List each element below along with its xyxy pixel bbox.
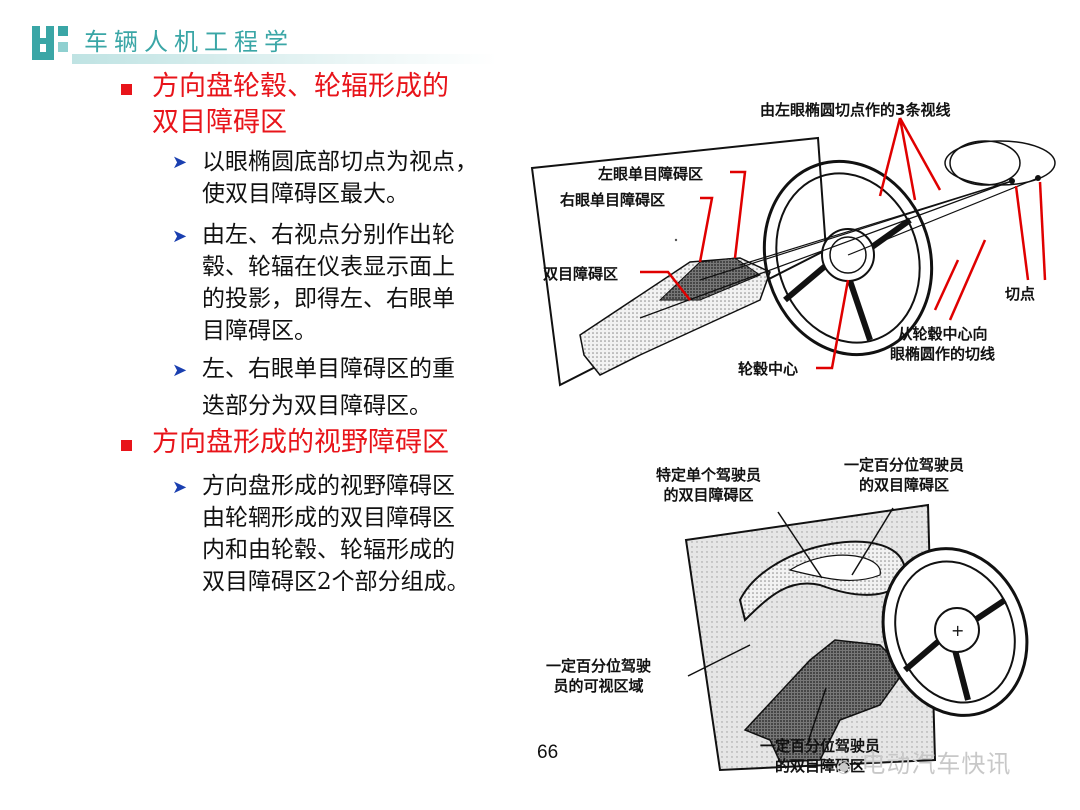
label-hub-tangent-line2: 眼椭圆作的切线 (890, 345, 996, 363)
label-specific-driver-line1: 特定单个驾驶员 (656, 466, 762, 484)
s1p1-line1: 以眼椭圆底部切点为视点， (202, 149, 478, 175)
section2-bullet (121, 440, 132, 451)
label-specific-driver: 特定单个驾驶员 的双目障碍区 (656, 465, 761, 505)
figure2-diagram: + (684, 503, 1029, 772)
figure1-diagram (530, 117, 1056, 387)
label-percentile-binocular-line2: 的双目障碍区 (859, 476, 950, 494)
section1-heading-line2: 双目障碍区 (152, 107, 287, 138)
s2p1-line3: 内和由轮毂、轮辐形成的 (202, 537, 455, 563)
s2p1-line2: 由轮辋形成的双目障碍区 (202, 505, 455, 531)
arrow-bullet-icon: ➤ (172, 226, 188, 247)
arrow-bullet-icon: ➤ (172, 360, 188, 381)
label-hub-tangent-line1: 从轮毂中心向 (897, 325, 988, 343)
s1p2-line1: 由左、右视点分别作出轮 (202, 222, 455, 248)
svg-text:+: + (951, 621, 964, 640)
label-specific-driver-line2: 的双目障碍区 (663, 486, 754, 504)
label-percentile-bottom: 一定百分位驾驶员 的双目障碍区 (760, 736, 880, 776)
s2p1-line4: 双目障碍区2个部分组成。 (202, 569, 470, 595)
label-percentile-binocular: 一定百分位驾驶员 的双目障碍区 (844, 455, 964, 495)
s2p1-line1: 方向盘形成的视野障碍区 (202, 473, 455, 499)
s1p2-line2: 毂、轮辐在仪表显示面上 (202, 254, 455, 280)
label-visible-area: 一定百分位驾驶 员的可视区域 (546, 656, 651, 696)
watermark-text: ◉ 电动汽车快讯 (836, 744, 1011, 779)
header-title: 车辆人机工程学 (84, 28, 294, 56)
label-percentile-bottom-line1: 一定百分位驾驶员 (760, 737, 881, 755)
label-visible-area-line1: 一定百分位驾驶 (546, 657, 652, 675)
label-tangent-point: 切点 (1005, 285, 1036, 303)
arrow-bullet-icon: ➤ (172, 152, 188, 173)
s1p1-line2: 使双目障碍区最大。 (202, 181, 409, 207)
section2-heading: 方向盘形成的视野障碍区 (152, 427, 449, 458)
s1p2-line3: 的投影，即得左、右眼单 (202, 286, 455, 312)
arrow-bullet-icon: ➤ (172, 477, 188, 498)
wechat-icon: ◉ (836, 756, 853, 777)
label-right-eye-zone: 右眼单目障碍区 (560, 191, 666, 209)
watermark-label: 电动汽车快讯 (861, 750, 1012, 778)
label-three-sight-lines: 由左眼椭圆切点作的3条视线 (760, 101, 951, 119)
section1-bullet (121, 84, 132, 95)
label-hub-tangent: 从轮毂中心向 眼椭圆作的切线 (890, 324, 995, 364)
s1p3-line2: 迭部分为双目障碍区。 (202, 393, 432, 419)
label-binocular-zone: 双目障碍区 (543, 265, 619, 283)
course-logo (32, 26, 68, 60)
header-bar (72, 54, 497, 64)
label-percentile-bottom-line2: 的双目障碍区 (775, 757, 866, 775)
label-left-eye-zone: 左眼单目障碍区 (598, 165, 704, 183)
s1p2-line4: 目障碍区。 (202, 318, 317, 344)
label-percentile-binocular-line1: 一定百分位驾驶员 (844, 456, 965, 474)
section1-heading-line1: 方向盘轮毂、轮辐形成的 (152, 71, 449, 102)
page-number: 66 (537, 742, 559, 763)
label-hub-center: 轮毂中心 (738, 360, 799, 378)
s1p3-line1: 左、右眼单目障碍区的重 (202, 356, 455, 382)
label-visible-area-line2: 员的可视区域 (553, 677, 644, 695)
